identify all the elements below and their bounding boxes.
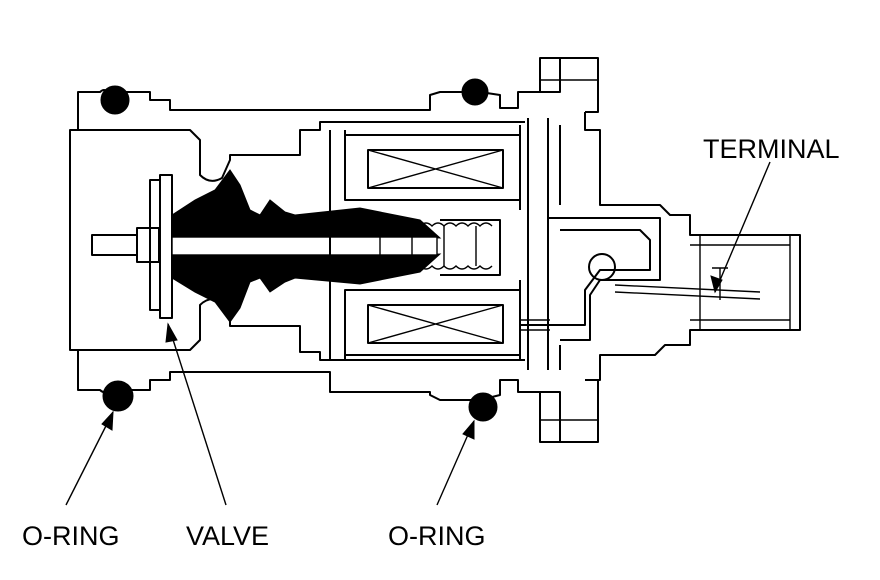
o-ring-bottom-right (468, 392, 498, 422)
terminal-label: TERMINAL (703, 134, 840, 164)
o-ring-left-label: O-RING (22, 521, 120, 551)
solenoid-coil (329, 118, 561, 370)
o-ring-bottom-left (102, 380, 134, 412)
valve-label: VALVE (186, 521, 269, 551)
o-ring-right-label: O-RING (388, 521, 486, 551)
terminal-assembly (520, 217, 761, 341)
leader-lines (65, 161, 771, 506)
valve-assembly (91, 169, 501, 323)
o-rings (100, 78, 498, 422)
spring (371, 222, 493, 270)
o-ring-top-right (461, 78, 489, 106)
o-ring-top-left (100, 85, 130, 115)
